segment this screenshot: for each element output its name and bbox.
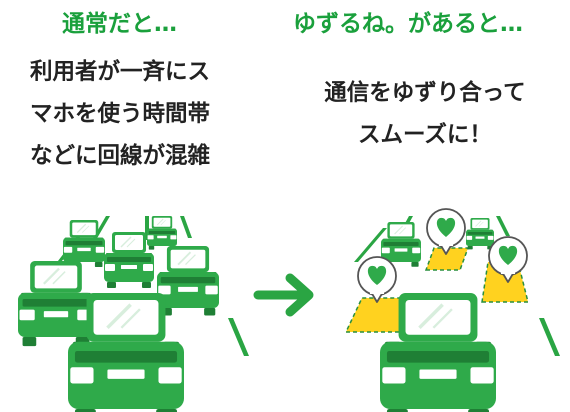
car-icon [62,219,106,268]
lane-line [354,228,387,262]
left-heading: 通常だと… [62,11,177,37]
car-icon [156,245,220,317]
right-road-scene [344,208,560,412]
lane-line [539,318,560,356]
lane-line [180,216,192,238]
left-road-scene [16,215,249,412]
lane-line [228,318,249,356]
lane-line [496,216,510,236]
right-line-2: スムーズに！ [358,122,492,148]
left-line-1: 利用者が一斉にス [29,59,210,85]
right-heading: ゆずるね。があると… [293,11,523,37]
left-description: 利用者が一斉にス マホを使う時間帯 などに回線が混雑 [6,51,234,177]
arrow-right-icon [253,273,314,317]
right-line-1: 通信をゆずり合って [324,80,526,106]
yield-zone [344,297,405,333]
right-description: 通信をゆずり合って スムーズに！ [297,72,553,156]
heart-bubble-icon [357,256,397,303]
car-icon [465,217,495,250]
left-line-2: マホを使う時間帯 [29,101,210,127]
car-icon [146,215,178,251]
car-icon [16,259,96,348]
left-line-3: などに回線が混雑 [29,143,210,169]
car-icon [103,231,155,289]
